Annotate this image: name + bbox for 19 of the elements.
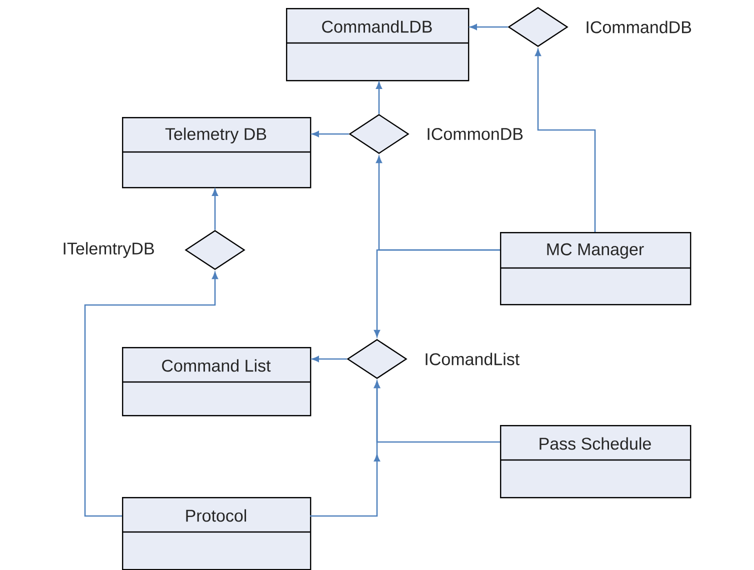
class-box: Telemetry DB bbox=[122, 117, 312, 188]
arrow bbox=[312, 356, 347, 362]
arrow bbox=[376, 82, 382, 114]
interface-label: ICommandDB bbox=[586, 20, 692, 34]
class-box: Protocol bbox=[122, 497, 312, 570]
arrow bbox=[470, 24, 508, 30]
interface-label: ITelemtryDB bbox=[64, 242, 154, 258]
arrow bbox=[374, 381, 500, 443]
class-box: CommandLDB bbox=[286, 8, 470, 82]
interface-label: IComandList bbox=[426, 352, 520, 366]
arrow bbox=[312, 131, 349, 137]
class-box: MC Manager bbox=[500, 232, 692, 306]
class-box: Pass Schedule bbox=[500, 425, 692, 498]
arrow bbox=[212, 188, 218, 230]
interface-label: ICommonDB bbox=[428, 128, 523, 140]
arrow bbox=[84, 272, 218, 517]
class-box: Command List bbox=[122, 347, 312, 416]
arrow bbox=[535, 49, 596, 232]
arrow bbox=[374, 249, 500, 337]
